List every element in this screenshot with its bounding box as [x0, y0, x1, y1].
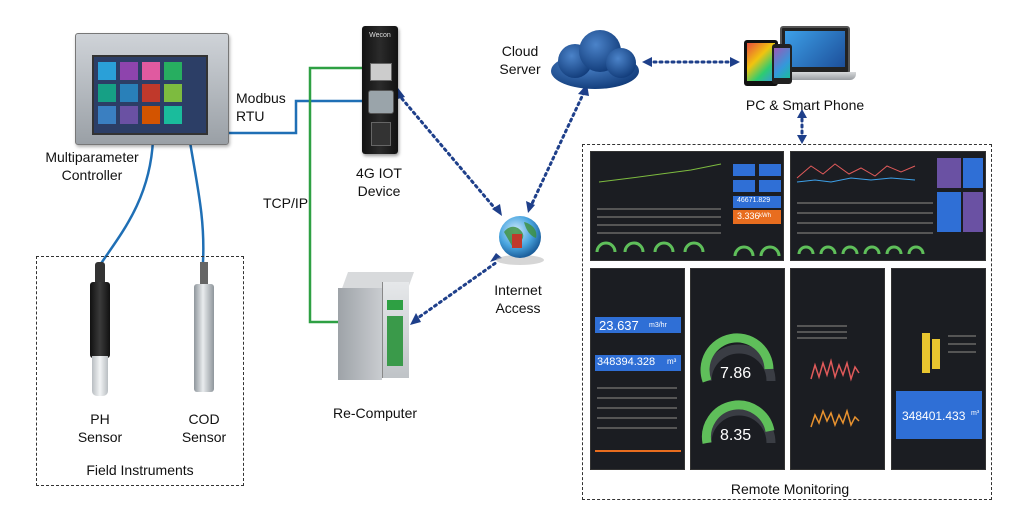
desk-kwh-unit: kWh: [759, 213, 771, 219]
controller-device-icon: [75, 33, 229, 145]
pc-phone-icon: [744, 26, 860, 88]
ph-sensor-icon: [86, 262, 114, 398]
desk-kwh-value: 3.336: [737, 211, 760, 221]
cloud-label: Cloud Server: [499, 43, 541, 77]
arrow-head: [526, 201, 535, 213]
remote-label: Remote Monitoring: [730, 481, 850, 497]
internet-cloud-link: [528, 88, 587, 210]
total-b-value: 348401.433: [902, 409, 966, 423]
iot-device-icon: Wecon: [362, 26, 398, 154]
gauge-2-value: 8.35: [720, 427, 752, 444]
remote-monitoring-box: [582, 144, 992, 500]
internet-label: Internet Access: [494, 282, 542, 316]
total-a-value: 348394.328: [597, 356, 656, 368]
ph-cable: [98, 139, 155, 266]
total-b-unit: m³: [971, 410, 980, 417]
field-instruments-box: [36, 256, 244, 486]
cloud-icon: [551, 30, 639, 89]
arrow-head: [797, 135, 807, 144]
recomputer-label: Re-Computer: [332, 405, 418, 421]
ph-label: PH Sensor: [77, 411, 123, 445]
dashboard-desktop-1: 46671.829 3.336 kWh: [590, 151, 784, 261]
pc-label: PC & Smart Phone: [745, 97, 865, 113]
desk-total-value: 46671.829: [737, 197, 771, 204]
phone-screen-3: [790, 268, 885, 470]
dashboard-desktop-2: [790, 151, 986, 261]
tcpip-label: TCP/IP: [263, 195, 309, 211]
recomputer-device-icon: [338, 272, 415, 384]
controller-label: Multiparameter Controller: [45, 149, 139, 183]
arrow-head: [642, 57, 652, 67]
field-label: Field Instruments: [86, 462, 194, 478]
arrow-head: [797, 109, 807, 118]
phone-screen-2: 7.86 8.35: [690, 268, 785, 470]
iot-label: 4G IOT Device: [356, 165, 402, 199]
modbus-line: [228, 99, 365, 135]
phone-screen-1: 23.637 m3/hr 348394.328 m³: [590, 268, 685, 470]
flow-rate-value: 23.637: [599, 318, 639, 333]
iot-internet-link: [396, 92, 500, 214]
arrow-head: [490, 253, 502, 262]
recomputer-internet-link: [413, 260, 499, 322]
modbus-label: Modbus RTU: [236, 90, 286, 124]
tcpip-line: [308, 66, 366, 324]
phone-screen-4: 348401.433 m³: [891, 268, 986, 470]
cod-sensor-icon: [190, 262, 218, 398]
gauge-1-value: 7.86: [720, 365, 752, 382]
arrow-head: [410, 313, 421, 325]
cod-label: COD Sensor: [181, 411, 227, 445]
arrow-head: [492, 204, 502, 216]
flow-rate-unit: m3/hr: [649, 322, 667, 329]
total-a-unit: m³: [667, 357, 677, 366]
iot-brand: Wecon: [369, 32, 391, 39]
cod-cable: [188, 141, 205, 263]
arrow-head: [730, 57, 740, 67]
globe-icon: [496, 216, 544, 265]
